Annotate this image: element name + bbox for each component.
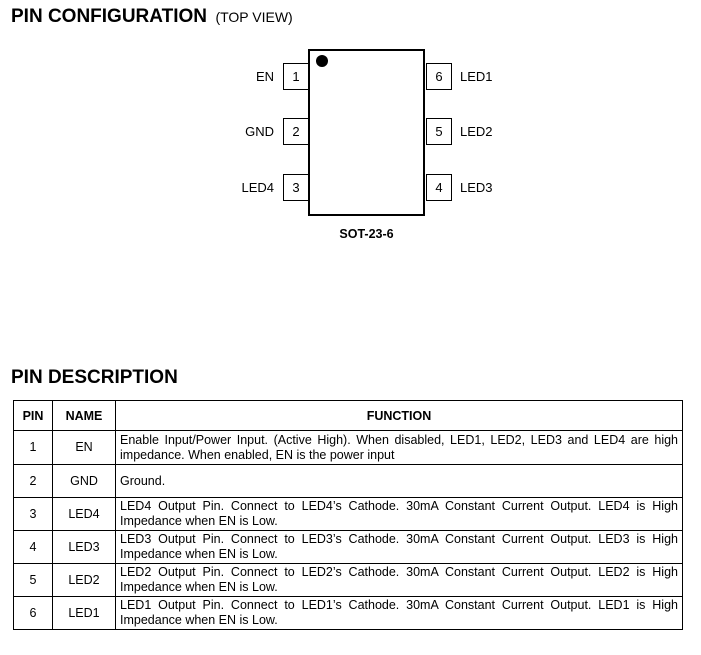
pin-label-led3: LED3 <box>460 180 493 195</box>
table-row: 2 GND Ground. <box>13 464 683 498</box>
package-name: SOT-23-6 <box>339 227 394 241</box>
pin-number-3: 3 <box>283 174 309 201</box>
pin-label-en: EN <box>255 69 274 84</box>
cell-function: LED1 Output Pin. Connect to LED1’s Catho… <box>115 596 683 630</box>
cell-name: LED3 <box>52 530 116 564</box>
cell-pin: 5 <box>13 563 53 597</box>
header-pin: PIN <box>13 400 53 431</box>
cell-name: LED4 <box>52 497 116 531</box>
table-row: 6 LED1 LED1 Output Pin. Connect to LED1’… <box>13 596 683 630</box>
pin-description-table: PIN NAME FUNCTION 1 EN Enable Input/Powe… <box>13 400 683 630</box>
pin-number-2: 2 <box>283 118 309 145</box>
table-row: 4 LED3 LED3 Output Pin. Connect to LED3’… <box>13 530 683 564</box>
table-row: 1 EN Enable Input/Power Input. (Active H… <box>13 430 683 465</box>
header-name: NAME <box>52 400 116 431</box>
pin-number-1: 1 <box>283 63 309 90</box>
cell-pin: 6 <box>13 596 53 630</box>
pin-label-led2: LED2 <box>460 124 493 139</box>
cell-pin: 2 <box>13 464 53 498</box>
pin-label-gnd: GND <box>245 124 274 139</box>
cell-function: Enable Input/Power Input. (Active High).… <box>115 430 683 465</box>
chip-body <box>308 49 425 216</box>
top-view-note: (TOP VIEW) <box>215 9 293 25</box>
pin-configuration-heading: PIN CONFIGURATION (TOP VIEW) <box>11 6 293 28</box>
table-row: 3 LED4 LED4 Output Pin. Connect to LED4’… <box>13 497 683 531</box>
cell-function: LED4 Output Pin. Connect to LED4’s Catho… <box>115 497 683 531</box>
pin-label-led1: LED1 <box>460 69 493 84</box>
cell-name: GND <box>52 464 116 498</box>
cell-pin: 3 <box>13 497 53 531</box>
table-header-row: PIN NAME FUNCTION <box>13 400 683 431</box>
cell-name: EN <box>52 430 116 465</box>
cell-name: LED2 <box>52 563 116 597</box>
cell-function: Ground. <box>115 464 683 498</box>
cell-function: LED2 Output Pin. Connect to LED2’s Catho… <box>115 563 683 597</box>
cell-function: LED3 Output Pin. Connect to LED3’s Catho… <box>115 530 683 564</box>
table-row: 5 LED2 LED2 Output Pin. Connect to LED2’… <box>13 563 683 597</box>
pin1-marker-dot <box>316 55 328 67</box>
cell-pin: 1 <box>13 430 53 465</box>
cell-pin: 4 <box>13 530 53 564</box>
pin-number-6: 6 <box>426 63 452 90</box>
pin-label-led4: LED4 <box>241 180 274 195</box>
pin-number-5: 5 <box>426 118 452 145</box>
header-function: FUNCTION <box>115 400 683 431</box>
pin-description-title: PIN DESCRIPTION <box>11 367 178 388</box>
pin-configuration-title: PIN CONFIGURATION <box>11 6 207 27</box>
cell-name: LED1 <box>52 596 116 630</box>
pin-number-4: 4 <box>426 174 452 201</box>
